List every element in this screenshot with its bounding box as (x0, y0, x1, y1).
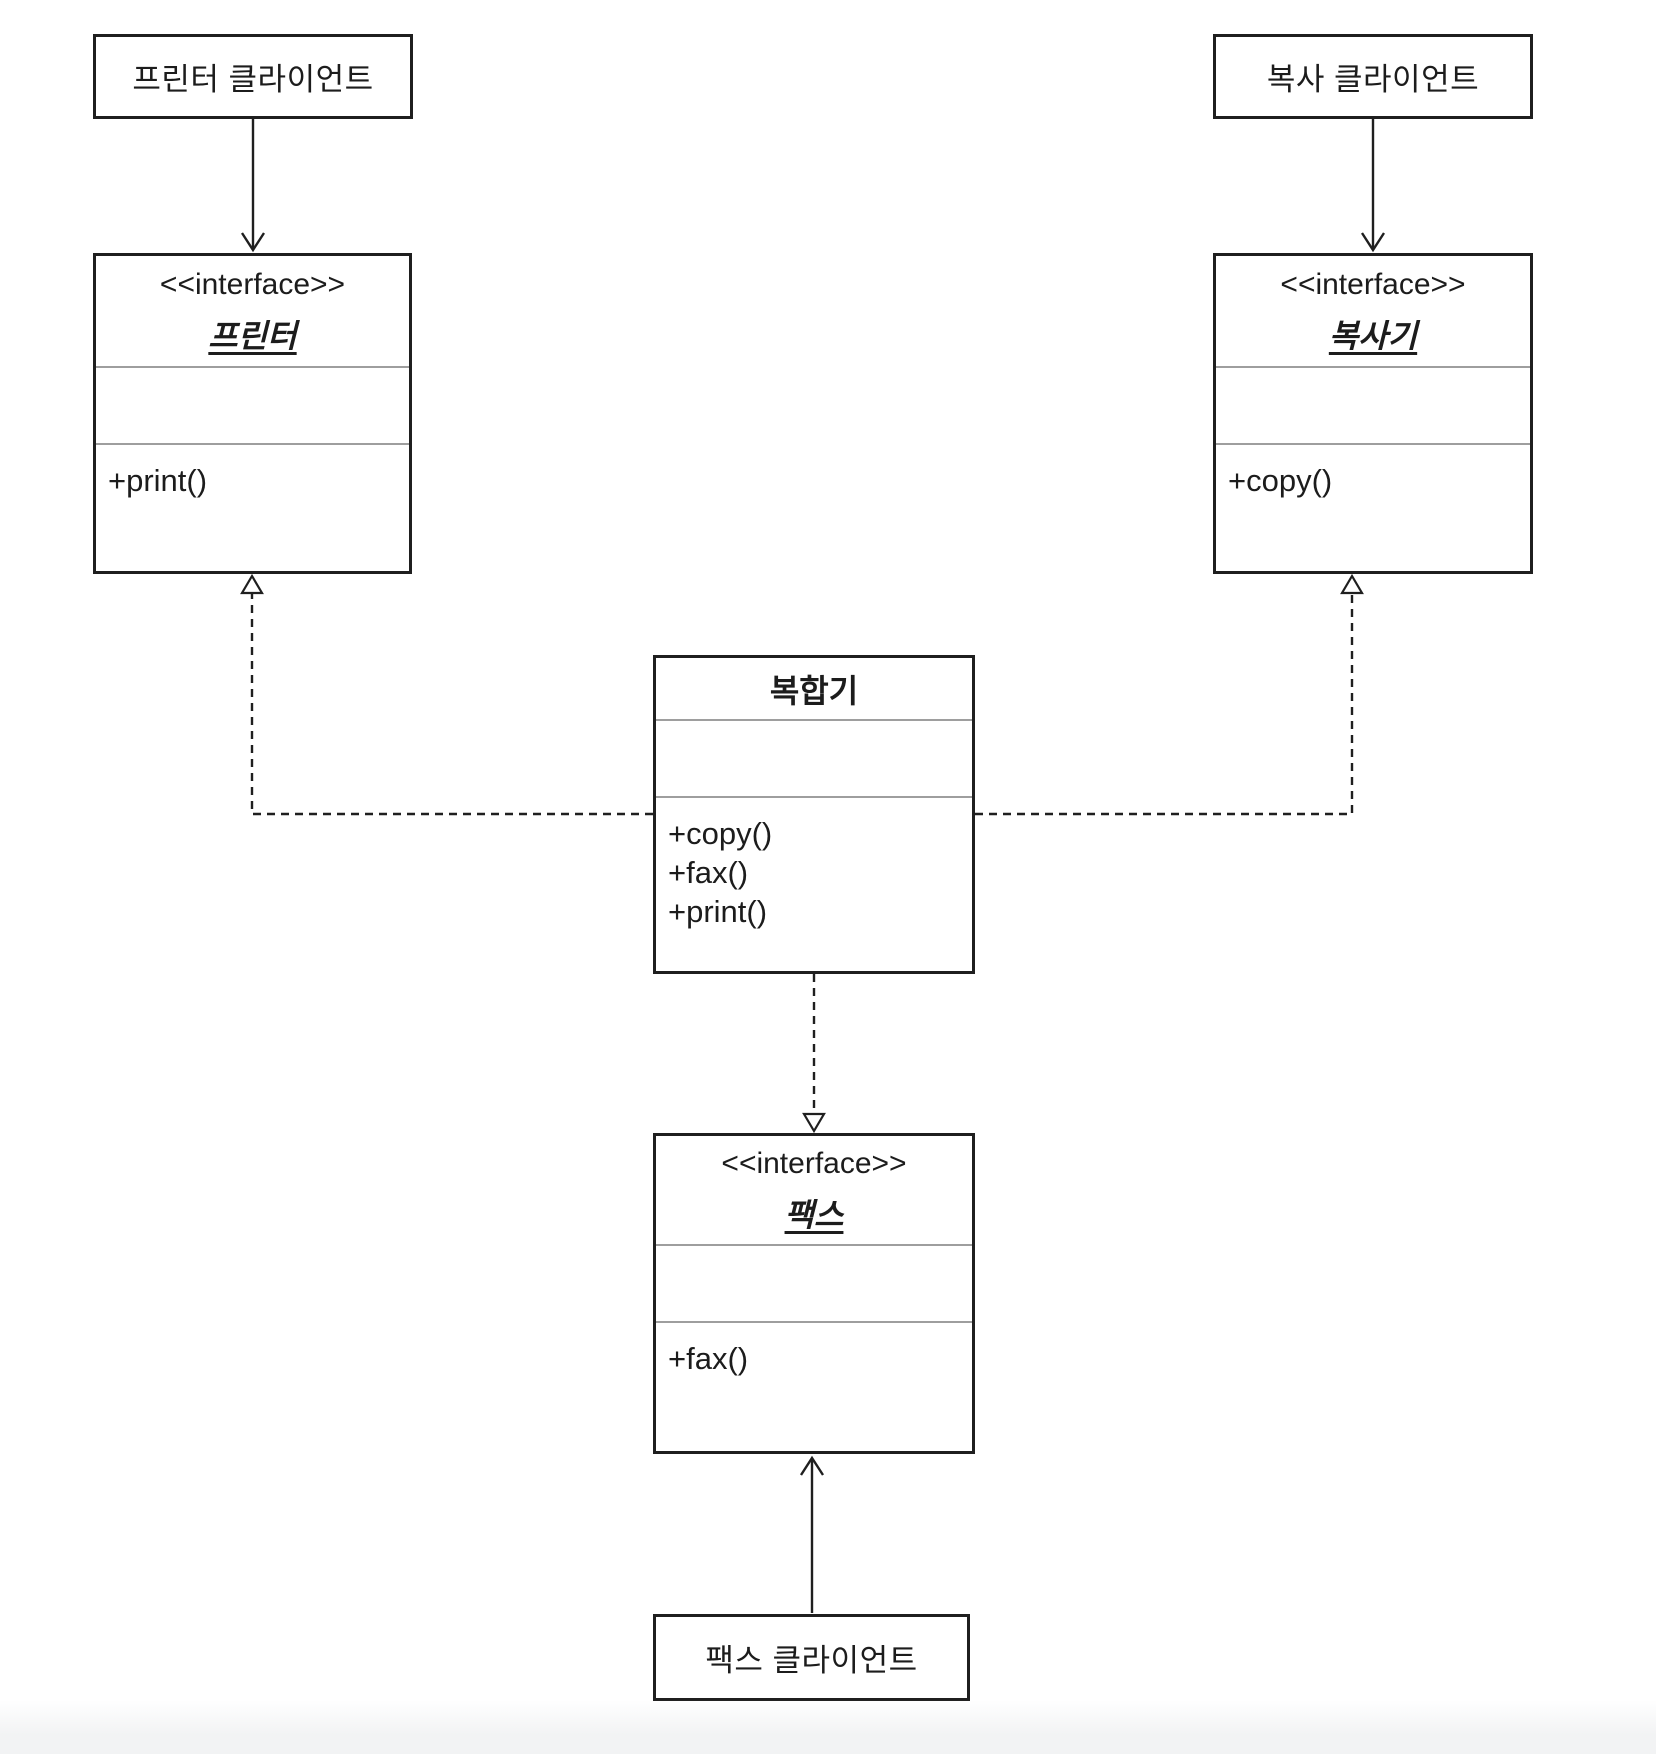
stereotype-label: <<interface>> (721, 1146, 907, 1180)
method-label: +print() (108, 463, 208, 498)
fax-interface-attributes-compartment (656, 1246, 972, 1323)
multifunction-class-attributes-compartment (656, 721, 972, 798)
open-arrowhead-up-fax (799, 1455, 825, 1476)
fax-client-node: 팩스 클라이언트 (653, 1614, 970, 1701)
copy-client-node: 복사 클라이언트 (1213, 34, 1533, 119)
fax-interface-header: <<interface>> 팩스 (656, 1136, 972, 1246)
copier-interface-header: <<interface>> 복사기 (1216, 256, 1530, 368)
method-label: +fax() (668, 1341, 749, 1376)
interface-name-label: 팩스 (784, 1196, 844, 1233)
printer-interface-header: <<interface>> 프린터 (96, 256, 409, 368)
multifunction-class-methods-compartment: +copy() +fax() +print() (656, 798, 972, 971)
printer-interface-node: <<interface>> 프린터 +print() (93, 253, 412, 574)
multifunction-class-header: 복합기 (656, 658, 972, 721)
copy-client-label: 복사 클라이언트 (1266, 62, 1480, 97)
printer-client-node: 프린터 클라이언트 (93, 34, 413, 119)
fax-client-label: 팩스 클라이언트 (705, 1643, 918, 1678)
method-label: +copy() (1228, 463, 1333, 498)
footer-strip (0, 1700, 1656, 1754)
realization-edge-printer (250, 594, 653, 816)
hollow-triangle-up-copier (1340, 573, 1364, 595)
method-label: +fax() (668, 855, 749, 890)
realization-edge-copier (975, 594, 1354, 816)
printer-interface-attributes-compartment (96, 368, 409, 445)
printer-interface-methods-compartment: +print() (96, 445, 409, 571)
method-label: +print() (668, 894, 768, 929)
class-name-label: 복합기 (769, 672, 859, 709)
copier-interface-node: <<interface>> 복사기 +copy() (1213, 253, 1533, 574)
open-arrowhead-down-printer (240, 232, 266, 253)
copier-interface-methods-compartment: +copy() (1216, 445, 1530, 571)
multifunction-class-node: 복합기 +copy() +fax() +print() (653, 655, 975, 974)
stereotype-label: <<interface>> (1280, 267, 1466, 301)
copier-interface-attributes-compartment (1216, 368, 1530, 445)
hollow-triangle-down-fax (802, 1112, 826, 1134)
stereotype-label: <<interface>> (159, 267, 346, 301)
interface-name-label: 프린터 (208, 317, 297, 354)
hollow-triangle-up-printer (240, 573, 264, 595)
open-arrowhead-down-copier (1360, 232, 1386, 253)
printer-client-label: 프린터 클라이언트 (132, 62, 374, 97)
method-label: +copy() (668, 816, 773, 851)
interface-name-label: 복사기 (1328, 317, 1418, 354)
fax-interface-methods-compartment: +fax() (656, 1323, 972, 1451)
fax-interface-node: <<interface>> 팩스 +fax() (653, 1133, 975, 1454)
